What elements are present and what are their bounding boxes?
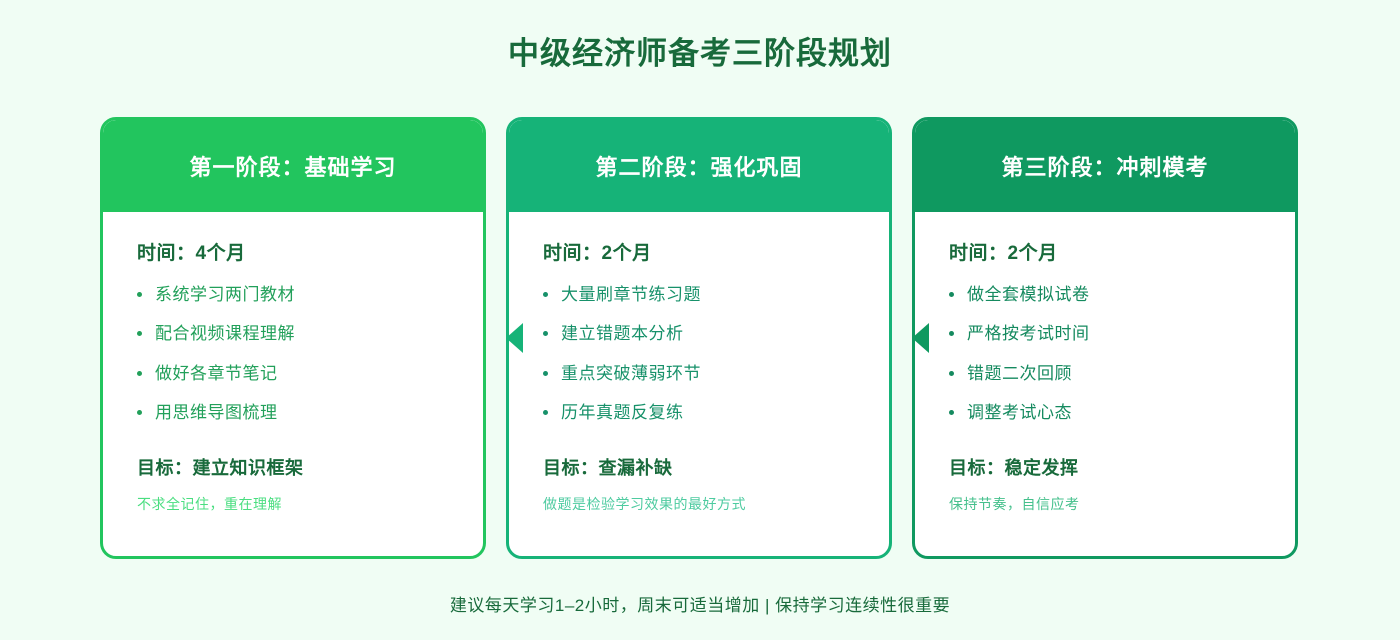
stage-note-1: 不求全记住，重在理解 [137,495,282,512]
stage-card-title-2: 第二阶段：强化巩固 [509,120,889,212]
stage-card-title-1: 第一阶段：基础学习 [103,120,483,212]
task-item: 历年真题反复练 [543,403,855,423]
task-item: 调整考试心态 [949,403,1261,423]
stage-card-inner: 第一阶段：基础学习 时间：4个月 系统学习两门教材 配合视频课程理解 做好各章节… [103,120,483,556]
task-item: 错题二次回顾 [949,364,1261,384]
stage-note-2: 做题是检验学习效果的最好方式 [543,495,746,512]
stage-duration-3: 时间：2个月 [949,243,1058,264]
stage-duration-1: 时间：4个月 [137,243,246,264]
task-item: 系统学习两门教材 [137,285,449,305]
task-item: 建立错题本分析 [543,324,855,344]
task-item: 做全套模拟试卷 [949,285,1261,305]
stage-card-list: 第一阶段：基础学习 时间：4个月 系统学习两门教材 配合视频课程理解 做好各章节… [100,117,1300,559]
stage-duration-2: 时间：2个月 [543,243,652,264]
task-item: 重点突破薄弱环节 [543,364,855,384]
stage-card-1: 第一阶段：基础学习 时间：4个月 系统学习两门教材 配合视频课程理解 做好各章节… [100,117,486,559]
task-item: 配合视频课程理解 [137,324,449,344]
stage-task-list-3: 做全套模拟试卷 严格按考试时间 错题二次回顾 调整考试心态 [949,285,1261,443]
page-title: 中级经济师备考三阶段规划 [508,36,892,71]
stage-goal-2: 目标：查漏补缺 [543,457,673,478]
task-item: 用思维导图梳理 [137,403,449,423]
stage-goal-3: 目标：稳定发挥 [949,457,1079,478]
stage-card-inner: 第二阶段：强化巩固 时间：2个月 大量刷章节练习题 建立错题本分析 重点突破薄弱… [509,120,889,556]
stage-card-inner: 第三阶段：冲刺模考 时间：2个月 做全套模拟试卷 严格按考试时间 错题二次回顾 … [915,120,1295,556]
stage-card-body-2: 时间：2个月 大量刷章节练习题 建立错题本分析 重点突破薄弱环节 历年真题反复练… [509,212,889,556]
footer-tip: 建议每天学习1–2小时，周末可适当增加 | 保持学习连续性很重要 [449,596,951,615]
stage-task-list-2: 大量刷章节练习题 建立错题本分析 重点突破薄弱环节 历年真题反复练 [543,285,855,443]
stage-card-2: 第二阶段：强化巩固 时间：2个月 大量刷章节练习题 建立错题本分析 重点突破薄弱… [506,117,892,559]
stage-goal-1: 目标：建立知识框架 [137,457,304,478]
stage-card-title-3: 第三阶段：冲刺模考 [915,120,1295,212]
stage-card-body-1: 时间：4个月 系统学习两门教材 配合视频课程理解 做好各章节笔记 用思维导图梳理… [103,212,483,556]
task-item: 严格按考试时间 [949,324,1261,344]
stage-card-3: 第三阶段：冲刺模考 时间：2个月 做全套模拟试卷 严格按考试时间 错题二次回顾 … [912,117,1298,559]
stage-card-body-3: 时间：2个月 做全套模拟试卷 严格按考试时间 错题二次回顾 调整考试心态 目标：… [915,212,1295,556]
task-item: 大量刷章节练习题 [543,285,855,305]
stage-note-3: 保持节奏，自信应考 [949,495,1080,512]
stage-task-list-1: 系统学习两门教材 配合视频课程理解 做好各章节笔记 用思维导图梳理 [137,285,449,443]
task-item: 做好各章节笔记 [137,364,449,384]
